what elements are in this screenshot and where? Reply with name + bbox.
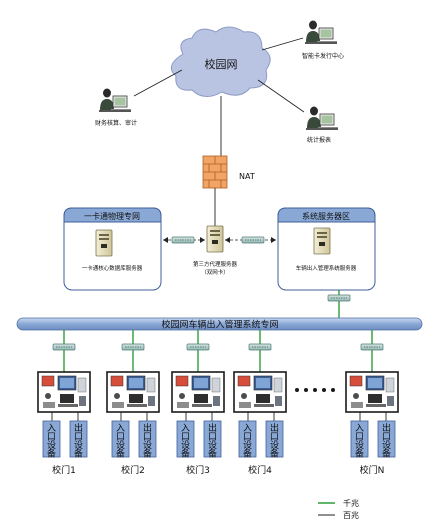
- exit-device-label: 出口设备: [143, 422, 152, 460]
- client-reports-label: 统计报表: [307, 136, 331, 144]
- switch-icon: [52, 343, 76, 351]
- gate-name: 校门3: [186, 464, 210, 476]
- entry-device-label: 入口设备: [116, 423, 125, 460]
- dedicated-network-bus: 校园网车辆出入管理系统专网: [16, 317, 423, 331]
- switch-icon: [241, 236, 265, 244]
- entry-device-box: [176, 420, 195, 458]
- firewall-label: NAT: [239, 172, 255, 181]
- arrow-left-icon: [163, 237, 168, 243]
- right-zone-server-label: 车辆出入管理系统服务器: [296, 264, 357, 272]
- client-card-issuing-label: 智能卡发行中心: [302, 52, 344, 60]
- gate-name: 校门1: [52, 464, 76, 476]
- entry-device-label: 入口设备: [243, 423, 252, 460]
- exit-device-box: [265, 420, 284, 458]
- client-reports: [305, 106, 339, 131]
- gate-terminal-icon: [37, 371, 91, 413]
- campus-network-cloud: 校园网: [170, 26, 271, 97]
- proxy-server: 第三方代理服务器 （双网卡）: [193, 225, 238, 276]
- arrow-left-icon: [225, 237, 230, 243]
- legend-gigabit-label: 千兆: [343, 498, 359, 508]
- switch-icon: [171, 236, 195, 244]
- entry-device-label: 入口设备: [355, 423, 364, 460]
- exit-device-label: 出口设备: [382, 422, 391, 460]
- switch-icon: [327, 294, 351, 302]
- switch-icon: [186, 343, 210, 351]
- legend-fast-label: 百兆: [343, 510, 359, 520]
- left-zone-onecard-network: 一卡通物理专网 一卡通核心数据库服务器: [63, 207, 162, 291]
- exit-device-box: [138, 420, 157, 458]
- exit-device-label: 出口设备: [270, 422, 279, 460]
- client-finance: [98, 88, 132, 113]
- vehicle-system-server-icon: [313, 227, 331, 255]
- operator-icon: [305, 106, 339, 131]
- gate-name: 校门4: [248, 464, 272, 476]
- proxy-server-label-2: （双网卡）: [201, 268, 229, 276]
- exit-device-label: 出口设备: [208, 422, 217, 460]
- proxy-server-icon: [206, 225, 224, 253]
- exit-device-label: 出口设备: [74, 422, 83, 460]
- legend: 千兆 百兆: [318, 498, 359, 520]
- switch-icon: [360, 343, 384, 351]
- gate-terminal-icon: [171, 371, 225, 413]
- entry-device-label: 入口设备: [181, 423, 190, 460]
- exit-device-box: [69, 420, 88, 458]
- entry-device-box: [238, 420, 257, 458]
- entry-device-box: [350, 420, 369, 458]
- onecard-db-server-icon: [95, 229, 113, 257]
- switch-icon: [121, 343, 145, 351]
- entry-device-box: [42, 420, 61, 458]
- client-card-issuing: [304, 20, 338, 45]
- bus-label: 校园网车辆出入管理系统专网: [161, 319, 278, 331]
- gate-terminal-icon: [106, 371, 160, 413]
- entry-device-label: 入口设备: [47, 423, 56, 460]
- nat-firewall: [202, 155, 228, 189]
- gate-terminal-icon: [233, 371, 287, 413]
- exit-device-box: [377, 420, 396, 458]
- left-zone-server-label: 一卡通核心数据库服务器: [82, 264, 143, 272]
- client-links: [133, 37, 305, 156]
- right-zone-title: 系统服务器区: [302, 211, 350, 221]
- gate-name: 校门N: [360, 464, 385, 476]
- entry-device-box: [111, 420, 130, 458]
- client-finance-label: 财务核算、审计: [95, 119, 137, 127]
- exit-device-box: [203, 420, 222, 458]
- more-gates-dots: [295, 388, 335, 392]
- operator-icon: [304, 20, 338, 45]
- right-zone-server-area: 系统服务器区 车辆出入管理系统服务器: [277, 207, 376, 291]
- cloud-label: 校园网: [205, 57, 238, 71]
- arrow-right-icon: [271, 237, 276, 243]
- operator-icon: [98, 88, 132, 113]
- switch-icon: [248, 343, 272, 351]
- proxy-server-label-1: 第三方代理服务器: [193, 260, 238, 268]
- gate-terminal-icon: [345, 371, 399, 413]
- arrow-right-icon: [200, 237, 205, 243]
- left-zone-title: 一卡通物理专网: [84, 211, 140, 221]
- gate-name: 校门2: [121, 464, 145, 476]
